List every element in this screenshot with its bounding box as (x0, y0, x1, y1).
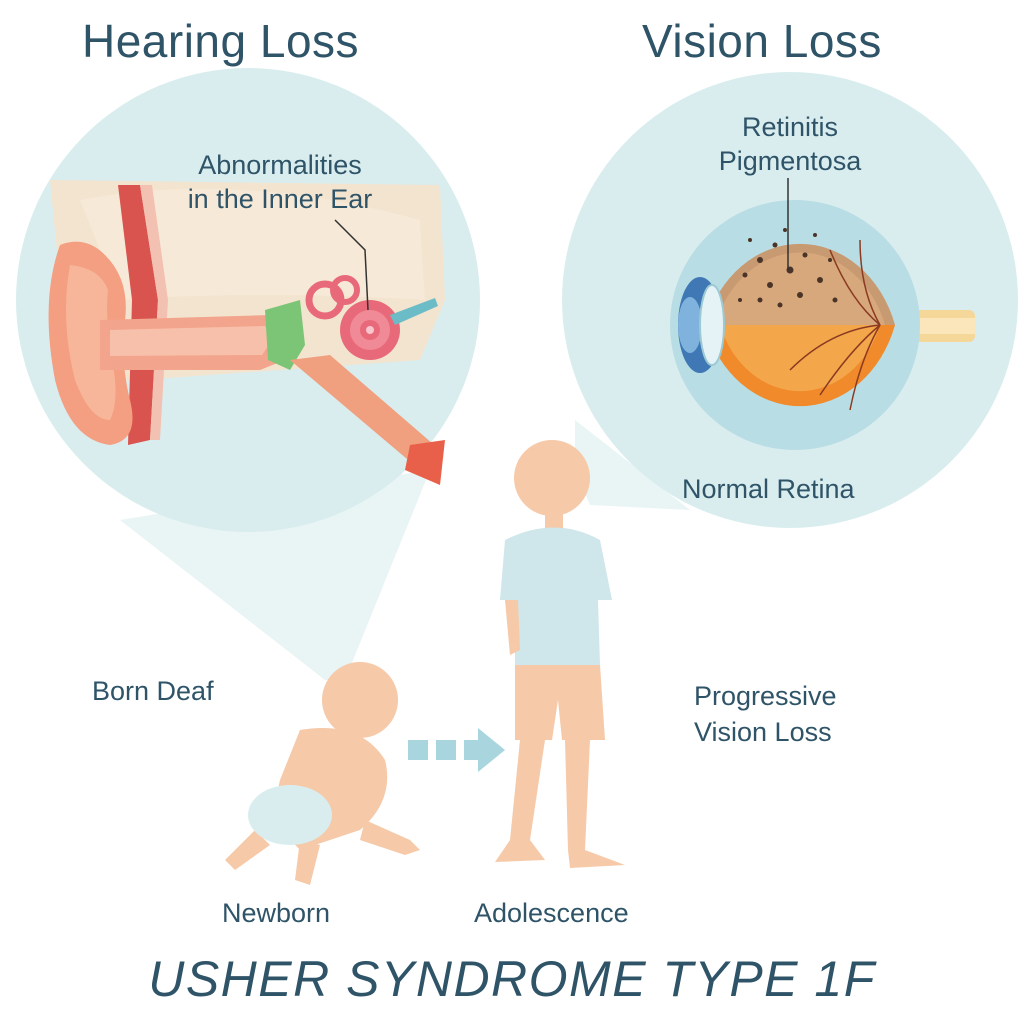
inner-ear-callout-line2: in the Inner Ear (187, 184, 373, 214)
hearing-loss-heading: Hearing Loss (82, 15, 360, 67)
retinitis-pigmentosa-callout: Retinitis Pigmentosa (680, 110, 900, 178)
inner-ear-callout-line1: Abnormalities (198, 150, 362, 180)
ear-anatomy-illustration (48, 180, 445, 485)
retinitis-callout-line1: Retinitis (741, 112, 839, 142)
born-deaf-label: Born Deaf (92, 676, 214, 706)
adolescence-label: Adolescence (474, 898, 629, 928)
vision-loss-heading: Vision Loss (642, 15, 882, 67)
progressive-line2: Vision Loss (694, 717, 832, 747)
normal-retina-label: Normal Retina (682, 474, 855, 504)
diagram-title: USHER SYNDROME TYPE 1F (148, 951, 876, 1007)
child-figure (495, 440, 625, 868)
retinitis-callout-line2: Pigmentosa (718, 146, 862, 176)
dashed-arrow-icon (408, 728, 505, 772)
progressive-vision-loss-label: Progressive Vision Loss (694, 678, 837, 750)
newborn-label: Newborn (222, 898, 331, 928)
eye-anatomy-illustration (670, 178, 975, 450)
baby-figure (225, 662, 420, 885)
progressive-line1: Progressive (694, 681, 837, 711)
inner-ear-callout: Abnormalities in the Inner Ear (160, 148, 400, 216)
